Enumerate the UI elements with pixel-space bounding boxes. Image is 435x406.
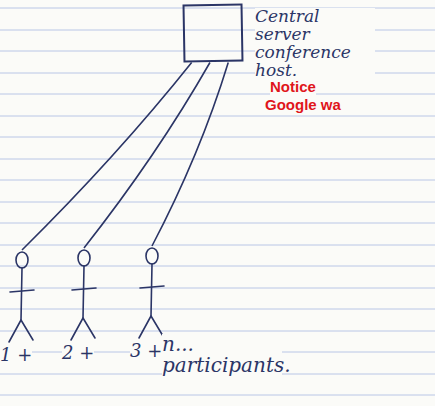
server-label: Central server conference host.	[255, 8, 375, 79]
stick-figure	[130, 246, 174, 342]
participant-number: 1 +	[0, 346, 32, 365]
participant-figure: 2 +	[62, 248, 106, 363]
notice-text: Google wa	[265, 96, 341, 113]
participant-figure: 1 +	[0, 250, 44, 365]
stick-figure	[62, 248, 106, 344]
participant-number: 3 +	[130, 342, 162, 361]
server-box: Central server conference host.	[183, 4, 423, 83]
connector-line	[152, 63, 228, 246]
server-square	[182, 3, 243, 62]
connector-line	[22, 63, 192, 250]
participants-note: n... participants.	[162, 334, 282, 376]
stick-figure	[0, 250, 44, 346]
notice-text: Notice	[270, 78, 316, 95]
connector-line	[84, 63, 210, 248]
participant-number: 2 +	[62, 344, 94, 363]
